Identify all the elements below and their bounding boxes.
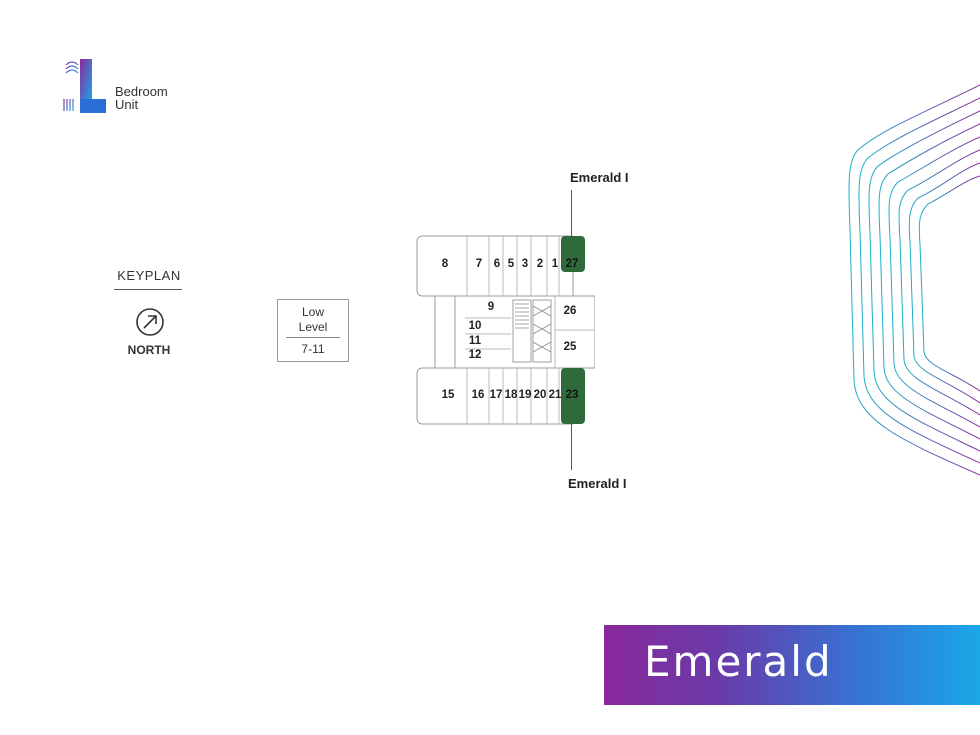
unit-27: 27 — [565, 258, 579, 270]
unit-6: 6 — [493, 258, 501, 270]
unit-3: 3 — [521, 258, 529, 270]
unit-16: 16 — [471, 389, 485, 401]
unit-20: 20 — [533, 389, 547, 401]
highlight-unit-27 — [561, 236, 585, 272]
tower-line-top — [571, 190, 572, 238]
unit-1: 1 — [551, 258, 559, 270]
unit-9: 9 — [487, 301, 495, 313]
level-box: Low Level 7-11 — [277, 299, 349, 362]
unit-11: 11 — [468, 335, 482, 347]
floor-plan-outline — [416, 235, 596, 425]
project-banner: Emerald — [604, 625, 980, 705]
highlight-unit-23 — [561, 368, 585, 424]
unit-10: 10 — [468, 320, 482, 332]
keyplan-title: KEYPLAN — [117, 268, 181, 283]
level-line-1: Low — [301, 305, 324, 319]
tower-line-bottom — [571, 424, 572, 470]
tower-label-bottom: Emerald I — [568, 476, 627, 491]
logo-one-icon — [63, 59, 106, 113]
logo-text: Bedroom Unit — [115, 85, 168, 111]
unit-7: 7 — [475, 258, 483, 270]
level-divider — [286, 337, 340, 338]
unit-12: 12 — [468, 349, 482, 361]
unit-23: 23 — [565, 389, 579, 401]
unit-2: 2 — [536, 258, 544, 270]
unit-26: 26 — [563, 305, 577, 317]
decorative-contour-lines — [840, 80, 980, 480]
unit-18: 18 — [504, 389, 518, 401]
unit-21: 21 — [548, 389, 562, 401]
logo-line-2: Unit — [115, 97, 139, 112]
floor-plan: 8 7 6 5 3 2 1 27 9 10 11 12 26 25 15 16 … — [415, 232, 596, 428]
north-arrow-icon — [135, 307, 165, 337]
unit-17: 17 — [489, 389, 503, 401]
unit-8: 8 — [441, 258, 449, 270]
keyplan-divider — [114, 289, 182, 290]
unit-5: 5 — [507, 258, 515, 270]
north-label: NORTH — [127, 343, 171, 357]
logo-line-1: Bedroom — [115, 84, 168, 99]
banner-title: Emerald — [644, 637, 833, 686]
unit-15: 15 — [441, 389, 455, 401]
level-range: 7-11 — [301, 342, 325, 356]
level-line-2: Level — [298, 320, 328, 334]
unit-19: 19 — [518, 389, 532, 401]
tower-label-top: Emerald I — [570, 170, 629, 185]
logo — [62, 55, 112, 115]
unit-25: 25 — [563, 341, 577, 353]
